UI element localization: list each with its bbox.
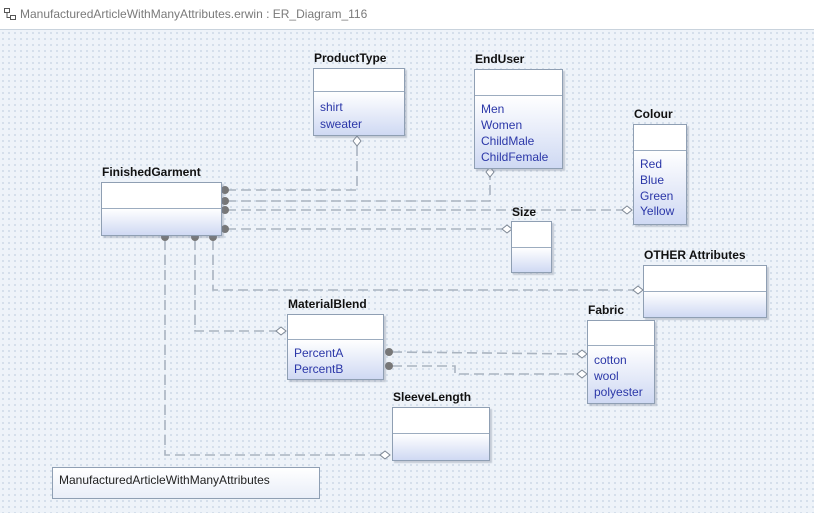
attribute-blue[interactable]: Blue (640, 173, 665, 187)
rel-garment-enduser (226, 176, 491, 202)
diamond-icon (621, 205, 633, 215)
attribute-shirt[interactable]: shirt (320, 100, 343, 114)
window-title: ManufacturedArticleWithManyAttributes.er… (20, 7, 368, 21)
rel-garment-sleevelength (164, 240, 382, 456)
entity-name: Fabric (588, 303, 625, 317)
entity-box[interactable] (643, 265, 767, 318)
entity-box[interactable] (392, 407, 490, 461)
entity-name: ProductType (314, 51, 387, 65)
attribute-childmale[interactable]: ChildMale (481, 134, 535, 148)
entity-box[interactable]: Red Blue Green Yellow (633, 124, 687, 225)
entity-name: MaterialBlend (288, 297, 367, 311)
diamond-icon (379, 450, 391, 460)
diamond-icon (576, 369, 588, 379)
attribute-sweater[interactable]: sweater (320, 117, 363, 131)
attribute-cotton[interactable]: cotton (594, 353, 627, 367)
attribute-yellow[interactable]: Yellow (640, 204, 675, 218)
dot-icon (385, 348, 393, 356)
model-name-box[interactable]: ManufacturedArticleWithManyAttributes (52, 467, 320, 499)
entity-box[interactable]: PercentA PercentB (287, 314, 384, 380)
attribute-percenta[interactable]: PercentA (294, 346, 344, 360)
entity-box[interactable] (511, 221, 552, 273)
diagram-icon (4, 8, 16, 20)
rel-garment-other (212, 240, 638, 291)
model-name: ManufacturedArticleWithManyAttributes (59, 473, 270, 487)
attribute-red[interactable]: Red (640, 157, 663, 171)
diamond-icon (275, 326, 287, 336)
attribute-wool[interactable]: wool (594, 369, 619, 383)
diamond-icon (485, 166, 495, 178)
diamond-icon (632, 285, 644, 295)
rel-materialblend-fabric-a (391, 351, 578, 355)
entity-name: Colour (634, 107, 673, 121)
entity-name: FinishedGarment (102, 165, 201, 179)
attribute-green[interactable]: Green (640, 189, 674, 203)
rel-materialblend-fabric-b (392, 365, 577, 375)
entity-name: OTHER Attributes (644, 248, 746, 262)
entity-box[interactable] (101, 182, 222, 236)
entity-box[interactable]: Men Women ChildMale ChildFemale (474, 69, 563, 169)
attribute-percentb[interactable]: PercentB (294, 362, 344, 376)
window-titlebar: ManufacturedArticleWithManyAttributes.er… (0, 0, 814, 30)
entity-name: Size (512, 205, 537, 219)
entity-box[interactable]: shirt sweater (313, 68, 405, 136)
dot-icon (385, 362, 393, 370)
dot-icon (221, 225, 229, 233)
entity-name: SleeveLength (393, 390, 472, 404)
dot-icon (221, 197, 229, 205)
attribute-childfemale[interactable]: ChildFemale (481, 150, 549, 164)
attribute-women[interactable]: Women (481, 118, 523, 132)
dot-icon (221, 186, 229, 194)
rel-garment-materialblend (194, 240, 276, 332)
entity-name: EndUser (475, 52, 525, 66)
dot-icon (221, 206, 229, 214)
entity-box[interactable]: cotton wool polyester (587, 320, 655, 404)
attribute-polyester[interactable]: polyester (594, 385, 643, 399)
attribute-men[interactable]: Men (481, 102, 505, 116)
diamond-icon (576, 349, 588, 359)
rel-garment-producttype (226, 146, 358, 191)
diamond-icon (352, 135, 362, 147)
